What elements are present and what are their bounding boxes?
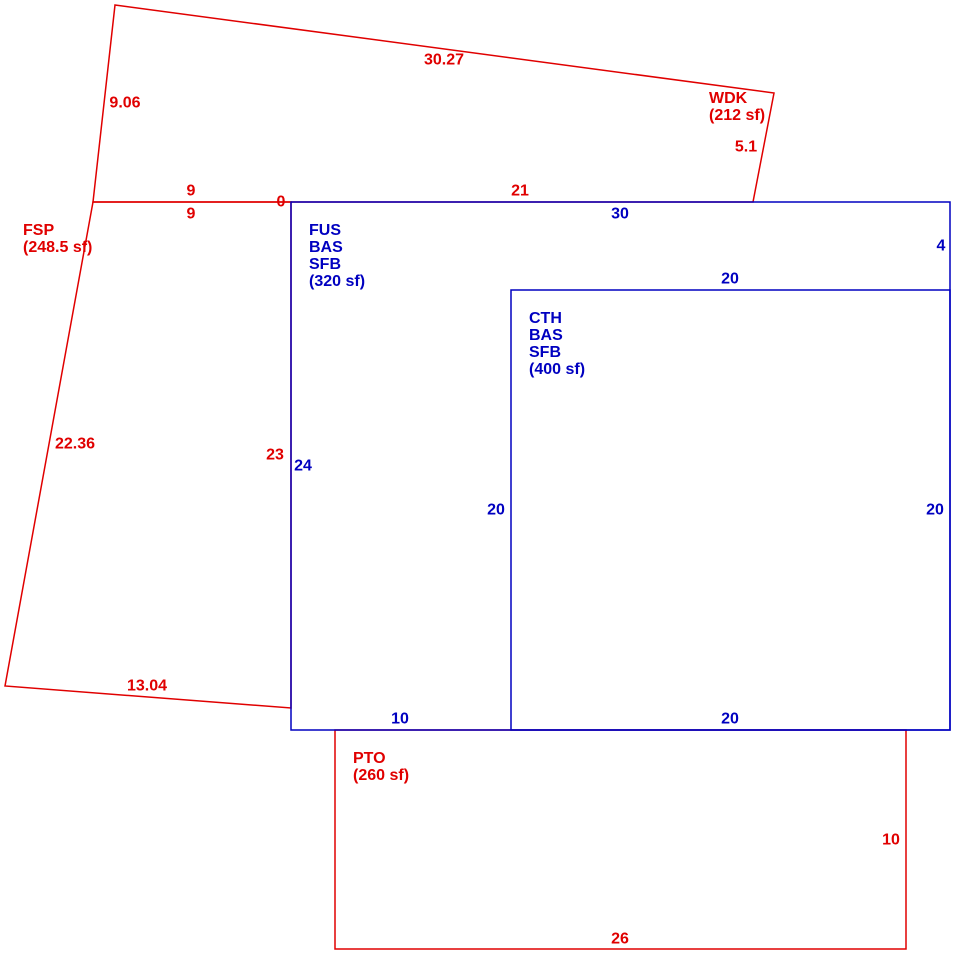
cth-type: BAS <box>529 327 563 344</box>
dim-cth-bottom: 20 <box>721 710 739 728</box>
cth-outline <box>510 289 951 731</box>
dim-fsp-left: 22.36 <box>54 435 96 453</box>
dim-pto-right: 10 <box>882 831 900 849</box>
dim-fus-right-short: 4 <box>936 237 946 255</box>
cth-area-label: CTH BAS SFB (400 sf) <box>529 310 585 378</box>
dim-cth-top: 20 <box>721 270 739 288</box>
dim-wdk-right: 5.1 <box>734 138 758 156</box>
fsp-outline <box>4 201 292 709</box>
fus-code: FUS <box>309 222 341 239</box>
fus-area: (320 sf) <box>309 273 366 290</box>
dim-fsp-right: 23 <box>266 446 284 464</box>
fsp-area-label: FSP (248.5 sf) <box>23 222 92 256</box>
dim-pto-bottom: 26 <box>611 930 629 948</box>
cth-class: SFB <box>529 344 561 361</box>
fsp-code: FSP <box>23 222 55 239</box>
dim-wdk-bottom: 21 <box>511 182 529 200</box>
dim-cth-right: 20 <box>926 501 944 519</box>
pto-outline <box>334 729 907 950</box>
pto-area-label: PTO (260 sf) <box>353 750 409 784</box>
dim-fus-bottom: 10 <box>391 710 409 728</box>
cth-area: (400 sf) <box>529 361 586 378</box>
fus-area-label: FUS BAS SFB (320 sf) <box>309 222 365 290</box>
dim-fsp-top-outer: 9 <box>186 182 196 200</box>
wdk-area-label: WDK (212 sf) <box>709 90 765 124</box>
dim-fsp-zero: 0 <box>276 193 286 211</box>
pto-code: PTO <box>353 750 386 767</box>
pto-area: (260 sf) <box>353 767 410 784</box>
wdk-code: WDK <box>709 90 748 107</box>
dim-fsp-bottom: 13.04 <box>126 677 168 695</box>
dim-cth-left: 20 <box>487 501 505 519</box>
fus-type: BAS <box>309 239 343 256</box>
wdk-area: (212 sf) <box>709 107 766 124</box>
dim-wdk-left: 9.06 <box>109 94 141 112</box>
fus-outline <box>290 201 951 731</box>
dim-wdk-top: 30.27 <box>423 51 465 69</box>
dim-fus-top: 30 <box>611 205 629 223</box>
fus-class: SFB <box>309 256 341 273</box>
dim-fsp-top-inner: 9 <box>186 205 196 223</box>
dim-fus-left: 24 <box>294 457 312 475</box>
cth-code: CTH <box>529 310 562 327</box>
wdk-outline <box>92 4 775 203</box>
fsp-area: (248.5 sf) <box>23 239 93 256</box>
